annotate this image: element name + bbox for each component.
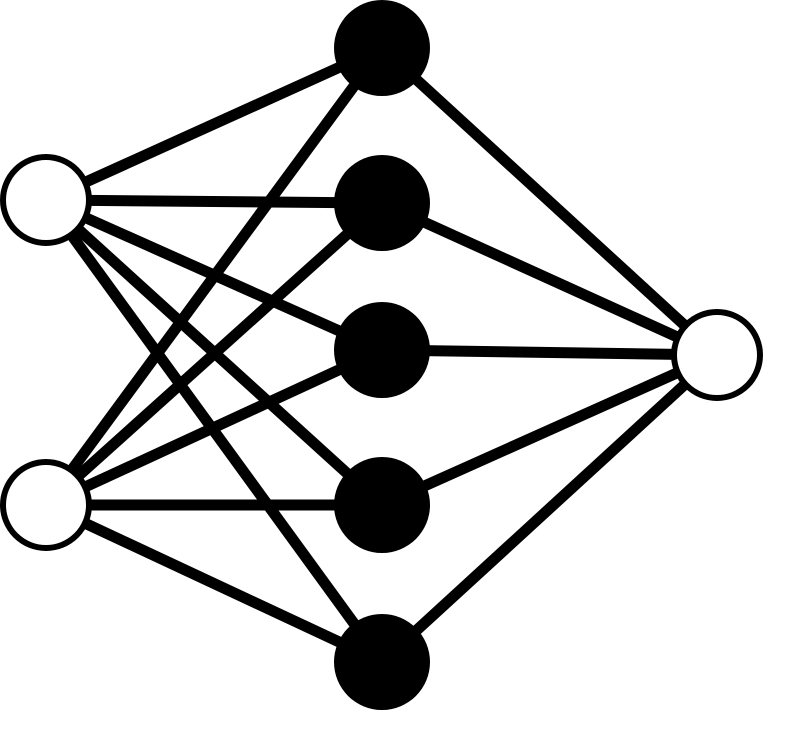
- connection-h-3-to-out-1: [376, 344, 723, 361]
- connection-h-4-to-out-1: [376, 349, 723, 511]
- input-node-in-1: [0, 154, 92, 246]
- connection-in-2-to-h-5: [40, 499, 388, 668]
- hidden-node-h-4: [334, 457, 430, 553]
- connection-h-1-to-out-1: [376, 42, 723, 361]
- connection-in-2-to-h-2: [40, 197, 388, 511]
- connection-in-2-to-h-1: [40, 42, 388, 511]
- hidden-node-h-1: [334, 0, 430, 96]
- hidden-node-h-3: [334, 302, 430, 398]
- hidden-node-h-5: [334, 614, 430, 710]
- connection-h-2-to-out-1: [376, 197, 723, 361]
- connection-h-5-to-out-1: [376, 349, 723, 668]
- nodes-group: [0, 0, 763, 710]
- output-node-out-1: [671, 309, 763, 401]
- connection-in-1-to-h-2: [40, 194, 388, 209]
- connection-in-2-to-h-3: [40, 344, 388, 511]
- connections-group: [40, 42, 723, 668]
- connection-in-1-to-h-1: [40, 42, 388, 206]
- input-node-in-2: [0, 459, 92, 551]
- hidden-node-h-2: [334, 155, 430, 251]
